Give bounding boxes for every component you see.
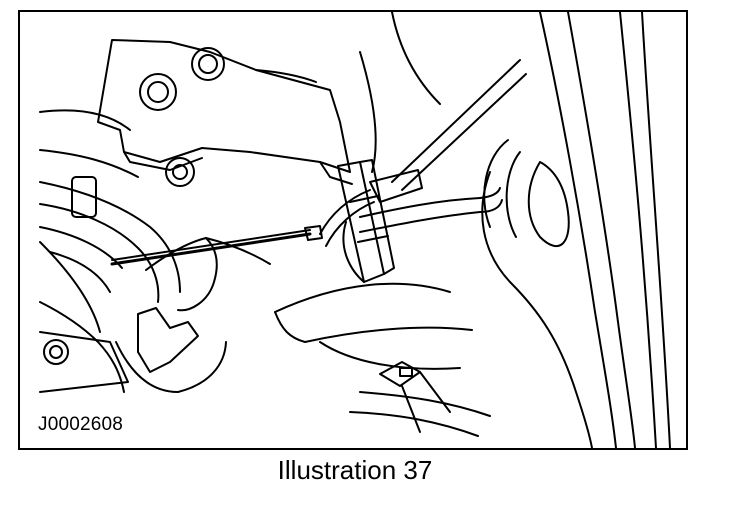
bolt-1 — [192, 48, 224, 80]
illustration-caption: Illustration 37 — [277, 455, 433, 485]
connector — [338, 160, 422, 282]
line-drawing — [20, 12, 686, 448]
probe-wire — [112, 226, 322, 310]
bolt-2 — [140, 74, 176, 110]
body-panel — [360, 12, 670, 448]
harness-lower — [350, 362, 490, 436]
bolt-3 — [166, 158, 194, 186]
mounting-bracket — [98, 40, 352, 186]
cables — [320, 60, 526, 246]
cable-clip — [116, 308, 226, 392]
strut-assembly — [40, 110, 180, 392]
figure-code: J0002608 — [38, 414, 124, 435]
trim-panel — [275, 140, 592, 448]
illustration-frame: J0002608 — [18, 10, 688, 450]
